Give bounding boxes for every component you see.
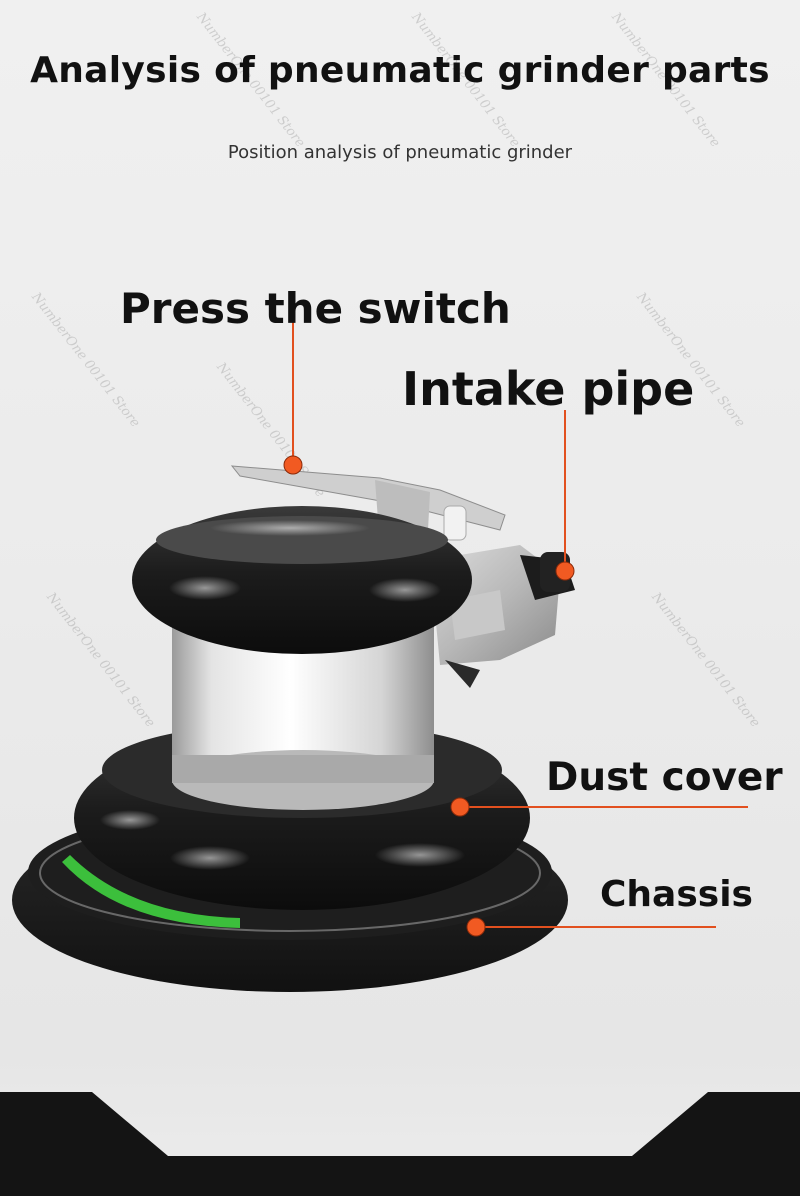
bottom-band	[0, 1092, 800, 1196]
page-title: Analysis of pneumatic grinder parts	[30, 50, 770, 91]
top-cap	[132, 506, 472, 654]
callout-dot-switch	[283, 455, 303, 475]
callout-dot-intake	[555, 561, 575, 581]
switch-lever-part	[230, 465, 506, 541]
label-chassis: Chassis	[600, 874, 753, 915]
label-press-switch: Press the switch	[120, 284, 511, 333]
callout-dot-dust-cover	[450, 797, 470, 817]
page-subtitle: Position analysis of pneumatic grinder	[227, 142, 573, 163]
label-intake-pipe: Intake pipe	[402, 362, 695, 416]
label-dust-cover: Dust cover	[546, 755, 783, 800]
callout-dot-chassis	[466, 917, 486, 937]
callout-dots	[283, 455, 575, 937]
callout-lines	[292, 318, 748, 928]
